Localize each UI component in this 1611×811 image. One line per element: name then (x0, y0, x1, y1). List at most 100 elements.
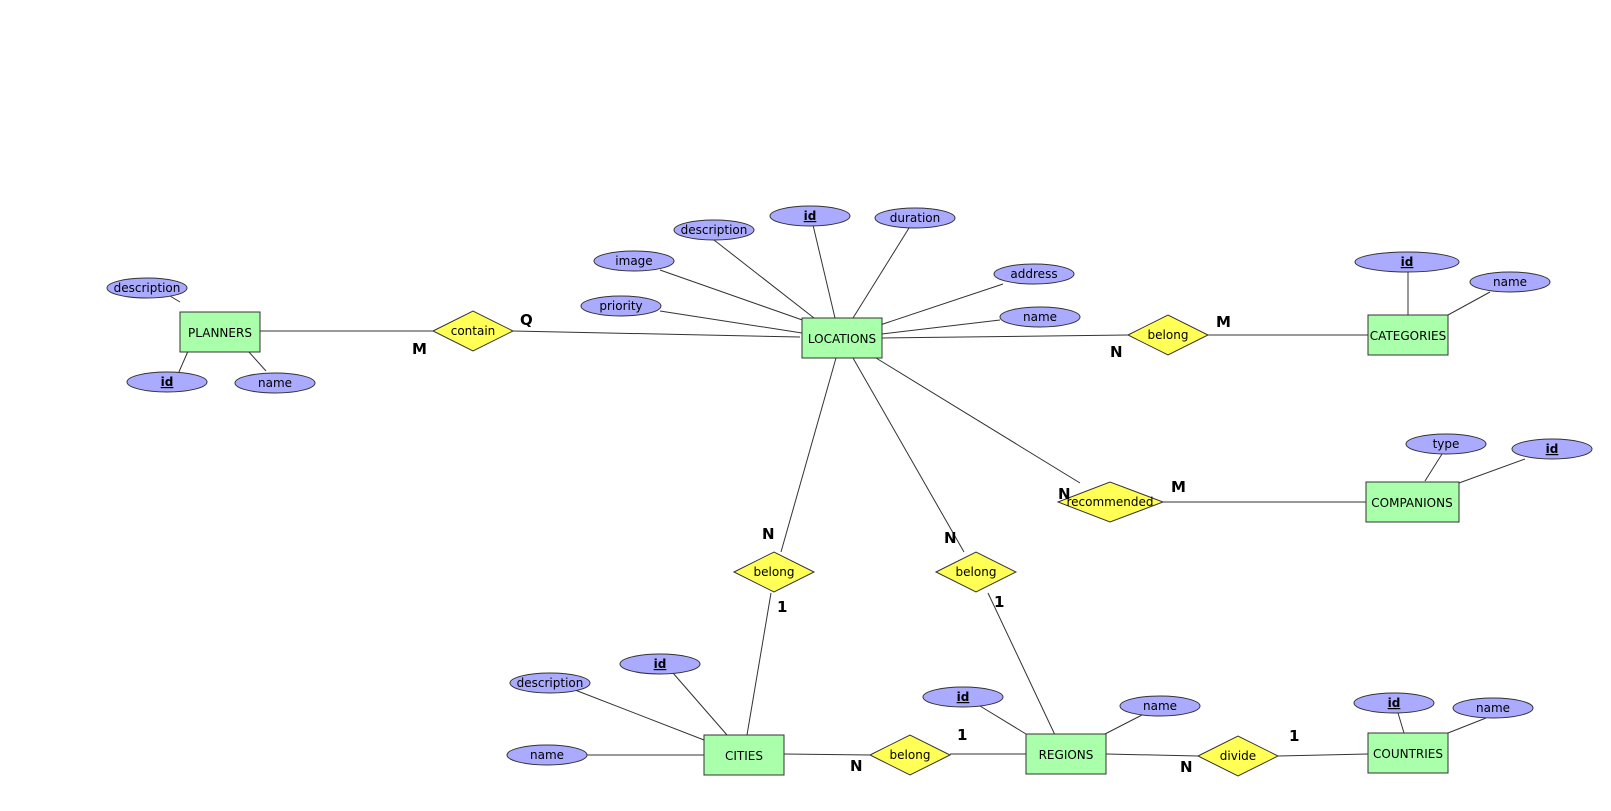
relationship-belong-cities-label: belong (754, 565, 795, 579)
line-countries-name (1447, 717, 1487, 734)
attribute-cities-id[interactable]: id (619, 653, 701, 675)
line-cities-belong (783, 753, 871, 756)
cardinality-recommended-companions: M (1171, 478, 1186, 496)
attribute-cities-description-label: description (517, 676, 584, 690)
cardinality-belong-cities: 1 (777, 598, 787, 616)
relationship-belong-regions[interactable]: belong (934, 551, 1018, 593)
attribute-companions-id[interactable]: id (1511, 438, 1593, 460)
entity-regions[interactable]: REGIONS (1025, 733, 1107, 775)
cardinality-labels: M Q N M N M N 1 N 1 N 1 N 1 (412, 311, 1299, 776)
attribute-companions-type-label: type (1433, 437, 1460, 451)
line-locations-description (713, 239, 815, 319)
entity-cities[interactable]: CITIES (703, 734, 785, 776)
cardinality-belong-regions: 1 (994, 593, 1004, 611)
line-locations-belong-cities (780, 357, 837, 553)
cardinality-locations-belong-cities: N (762, 525, 775, 543)
line-locations-recommended (875, 357, 1081, 484)
attribute-locations-image[interactable]: image (593, 250, 675, 272)
attribute-categories-id[interactable]: id (1354, 251, 1460, 273)
attribute-regions-name[interactable]: name (1119, 695, 1201, 717)
attribute-planners-id-label: id (161, 375, 174, 389)
entity-cities-label: CITIES (725, 749, 763, 763)
attribute-planners-name-label: name (258, 376, 292, 390)
cardinality-belong-regions2: 1 (957, 726, 967, 744)
connector-lines (159, 224, 1526, 757)
entity-planners[interactable]: PLANNERS (179, 311, 261, 353)
cardinality-locations-recommended: N (1058, 485, 1071, 503)
line-locations-belong-regions (852, 357, 965, 553)
attribute-planners-id[interactable]: id (126, 371, 208, 393)
attribute-locations-priority[interactable]: priority (580, 295, 662, 317)
attribute-countries-id-label: id (1388, 696, 1401, 710)
relationship-belong-cities-regions[interactable]: belong (868, 734, 952, 776)
cardinality-locations-belong-regions: N (944, 529, 957, 547)
attribute-planners-name[interactable]: name (234, 372, 316, 394)
line-locations-image (659, 269, 809, 323)
cardinality-regions-divide: N (1180, 758, 1193, 776)
attribute-companions-type[interactable]: type (1405, 433, 1487, 455)
line-locations-priority (659, 310, 803, 334)
attribute-companions-id-label: id (1546, 442, 1559, 456)
relationship-recommended[interactable]: recommended (1056, 481, 1165, 523)
cardinality-divide-countries: 1 (1289, 727, 1299, 745)
attribute-categories-id-label: id (1401, 255, 1414, 269)
line-locations-belong-categories (881, 334, 1129, 339)
attribute-locations-name[interactable]: name (999, 306, 1081, 328)
line-locations-duration (852, 227, 910, 319)
attribute-countries-name[interactable]: name (1452, 697, 1534, 719)
attribute-cities-name[interactable]: name (506, 744, 588, 766)
relationship-belong-categories[interactable]: belong (1126, 314, 1210, 356)
relationship-belong-cities[interactable]: belong (732, 551, 816, 593)
entity-locations[interactable]: LOCATIONS (801, 317, 883, 359)
relationship-recommended-label: recommended (1067, 495, 1154, 509)
relationship-belong-categories-label: belong (1148, 328, 1189, 342)
entity-categories[interactable]: CATEGORIES (1367, 314, 1449, 356)
entity-countries[interactable]: COUNTRIES (1367, 732, 1449, 774)
line-locations-id (812, 224, 836, 319)
attribute-countries-id[interactable]: id (1353, 692, 1435, 714)
attribute-locations-duration-label: duration (890, 211, 941, 225)
attribute-countries-name-label: name (1476, 701, 1510, 715)
relationship-divide[interactable]: divide (1196, 735, 1280, 777)
relationship-belong-regions-label: belong (956, 565, 997, 579)
entity-categories-label: CATEGORIES (1370, 329, 1446, 343)
attribute-locations-id-label: id (804, 209, 817, 223)
line-countries-id (1397, 712, 1405, 734)
entity-regions-label: REGIONS (1039, 748, 1094, 762)
line-categories-name (1447, 291, 1491, 316)
attribute-locations-duration[interactable]: duration (874, 207, 956, 229)
attribute-locations-id[interactable]: id (769, 205, 851, 227)
attribute-planners-description[interactable]: description (106, 277, 188, 299)
attribute-locations-description-label: description (681, 223, 748, 237)
attribute-locations-image-label: image (615, 254, 652, 268)
attribute-locations-description[interactable]: description (673, 219, 755, 241)
line-regions-id (979, 705, 1027, 735)
line-belong-regions (987, 592, 1056, 736)
attribute-locations-priority-label: priority (599, 299, 642, 313)
cardinality-belong-categories: M (1216, 313, 1231, 331)
attribute-cities-description[interactable]: description (509, 672, 591, 694)
entity-companions-label: COMPANIONS (1371, 496, 1452, 510)
line-locations-address (879, 283, 1004, 326)
cardinality-cities-belong: N (850, 757, 863, 775)
cardinality-locations-belong-categories: N (1110, 343, 1123, 361)
attribute-locations-address[interactable]: address (993, 263, 1075, 285)
entity-planners-label: PLANNERS (188, 326, 252, 340)
line-cities-description (574, 689, 705, 741)
attribute-cities-name-label: name (530, 748, 564, 762)
line-cities-id (672, 672, 728, 736)
attribute-locations-name-label: name (1023, 310, 1057, 324)
attribute-categories-name[interactable]: name (1469, 271, 1551, 293)
attribute-locations-address-label: address (1010, 267, 1057, 281)
attribute-regions-name-label: name (1143, 699, 1177, 713)
line-divide-countries (1277, 753, 1369, 757)
line-regions-divide (1105, 753, 1199, 757)
relationship-belong-cities-regions-label: belong (890, 748, 931, 762)
line-belong-cities (746, 592, 772, 736)
attribute-regions-id[interactable]: id (922, 686, 1004, 708)
entity-locations-label: LOCATIONS (808, 332, 876, 346)
entity-companions[interactable]: COMPANIONS (1365, 481, 1460, 523)
relationship-contain[interactable]: contain (431, 310, 515, 352)
cardinality-planners-contain: M (412, 340, 427, 358)
